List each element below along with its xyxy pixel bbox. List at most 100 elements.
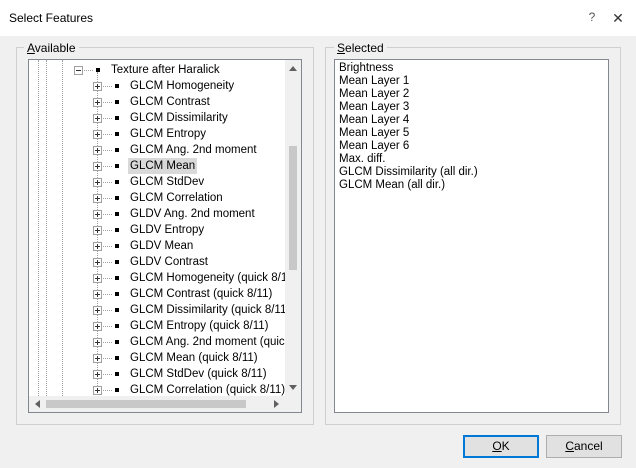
tree-item[interactable]: GLCM Entropy (quick 8/11) <box>29 318 285 334</box>
expand-icon[interactable] <box>93 114 102 123</box>
tree-item[interactable]: GLCM Ang. 2nd moment (quick 8 <box>29 334 300 350</box>
close-icon[interactable]: ✕ <box>612 10 624 26</box>
bullet-icon <box>115 244 119 248</box>
tree-item[interactable]: GLCM Mean <box>29 158 285 174</box>
tree-item-label: GLDV Ang. 2nd moment <box>130 208 255 220</box>
tree-item[interactable]: GLCM StdDev <box>29 174 285 190</box>
tree-item-texture-after-haralick[interactable]: Texture after Haralick <box>29 62 285 78</box>
scroll-left-arrow-icon[interactable] <box>35 400 40 408</box>
tree-item[interactable]: GLDV Ang. 2nd moment <box>29 206 285 222</box>
expand-icon[interactable] <box>93 338 102 347</box>
expand-icon[interactable] <box>93 386 102 395</box>
expand-icon[interactable] <box>93 242 102 251</box>
expand-icon[interactable] <box>93 130 102 139</box>
bullet-icon <box>115 212 119 216</box>
bullet-icon <box>115 100 119 104</box>
tree-item[interactable]: GLCM Contrast (quick 8/11) <box>29 286 285 302</box>
tree-item-label: GLCM Entropy <box>130 128 207 140</box>
collapse-icon[interactable] <box>74 66 83 75</box>
tree-item-label: GLCM Entropy (quick 8/11) <box>130 320 269 332</box>
tree-guide-line <box>46 60 47 396</box>
list-item[interactable]: GLCM Dissimilarity (all dir.) <box>339 166 478 178</box>
tree-item[interactable]: GLDV Mean <box>29 238 285 254</box>
expand-icon[interactable] <box>93 210 102 219</box>
tree-item-label: GLCM StdDev <box>130 176 205 188</box>
available-label: Available <box>24 41 79 55</box>
tree-item[interactable]: GLCM Dissimilarity <box>29 110 285 126</box>
scrollbar-corner <box>285 396 301 412</box>
expand-icon[interactable] <box>93 370 102 379</box>
expand-icon[interactable] <box>93 226 102 235</box>
expand-icon[interactable] <box>93 194 102 203</box>
tree-item-label: GLCM Homogeneity <box>130 80 235 92</box>
ok-button[interactable]: OK <box>463 435 539 458</box>
list-item[interactable]: Mean Layer 5 <box>339 127 410 139</box>
scroll-right-arrow-icon[interactable] <box>274 400 279 408</box>
tree-connector <box>103 166 112 167</box>
list-item[interactable]: Mean Layer 4 <box>339 114 410 126</box>
tree-item-label: GLCM Dissimilarity <box>130 112 228 124</box>
list-item[interactable]: Mean Layer 2 <box>339 88 410 100</box>
list-item[interactable]: Mean Layer 3 <box>339 101 410 113</box>
expand-icon[interactable] <box>93 306 102 315</box>
expand-icon[interactable] <box>93 322 102 331</box>
expand-icon[interactable] <box>93 274 102 283</box>
horizontal-scroll-thumb[interactable] <box>46 400 246 408</box>
bullet-icon <box>115 372 119 376</box>
vertical-scroll-thumb[interactable] <box>289 146 297 270</box>
expand-icon[interactable] <box>93 178 102 187</box>
bullet-icon <box>115 84 119 88</box>
bullet-icon <box>115 356 119 360</box>
tree-item[interactable]: GLDV Entropy <box>29 222 285 238</box>
selected-label: Selected <box>334 41 387 55</box>
expand-icon[interactable] <box>93 354 102 363</box>
expand-icon[interactable] <box>93 258 102 267</box>
available-group <box>16 47 314 425</box>
expand-icon[interactable] <box>93 290 102 299</box>
tree-connector <box>103 262 112 263</box>
expand-icon[interactable] <box>93 162 102 171</box>
list-item[interactable]: GLCM Mean (all dir.) <box>339 179 446 191</box>
tree-connector <box>103 230 112 231</box>
tree-item[interactable]: GLCM Dissimilarity (quick 8/11) <box>29 302 290 318</box>
tree-item-label: Texture after Haralick <box>111 64 220 76</box>
tree-item[interactable]: GLCM StdDev (quick 8/11) <box>29 366 285 382</box>
available-horizontal-scrollbar[interactable] <box>29 396 285 412</box>
help-icon[interactable]: ? <box>588 10 596 24</box>
tree-connector <box>103 358 112 359</box>
bullet-icon <box>115 164 119 168</box>
expand-icon[interactable] <box>93 146 102 155</box>
bullet-icon <box>115 324 119 328</box>
selected-group <box>325 47 621 425</box>
tree-item[interactable]: GLCM Homogeneity (quick 8/11 <box>29 270 293 286</box>
tree-item[interactable]: GLCM Ang. 2nd moment <box>29 142 285 158</box>
tree-connector <box>103 150 112 151</box>
list-item[interactable]: Mean Layer 1 <box>339 75 410 87</box>
bullet-icon <box>115 180 119 184</box>
bullet-icon <box>115 228 119 232</box>
list-item[interactable]: Mean Layer 6 <box>339 140 410 152</box>
available-vertical-scrollbar[interactable] <box>285 60 301 396</box>
list-item[interactable]: Brightness <box>339 62 394 74</box>
tree-item[interactable]: GLCM Contrast <box>29 94 285 110</box>
tree-item[interactable]: GLCM Mean (quick 8/11) <box>29 350 285 366</box>
expand-icon[interactable] <box>93 82 102 91</box>
tree-item[interactable]: GLCM Correlation (quick 8/11) <box>29 382 285 398</box>
tree-connector <box>103 214 112 215</box>
expand-icon[interactable] <box>93 98 102 107</box>
bullet-icon <box>115 308 119 312</box>
scroll-up-arrow-icon[interactable] <box>289 66 297 71</box>
tree-connector <box>103 102 112 103</box>
tree-item[interactable]: GLDV Contrast <box>29 254 285 270</box>
cancel-button[interactable]: Cancel <box>546 435 622 458</box>
tree-item[interactable]: GLCM Correlation <box>29 190 285 206</box>
list-item[interactable]: Max. diff. <box>339 153 386 165</box>
tree-item[interactable]: GLCM Homogeneity <box>29 78 285 94</box>
tree-item-label: GLCM Mean <box>128 158 198 174</box>
scroll-down-arrow-icon[interactable] <box>289 385 297 390</box>
bullet-icon <box>115 148 119 152</box>
tree-item[interactable]: GLCM Entropy <box>29 126 285 142</box>
tree-item-label: GLDV Contrast <box>130 256 208 268</box>
